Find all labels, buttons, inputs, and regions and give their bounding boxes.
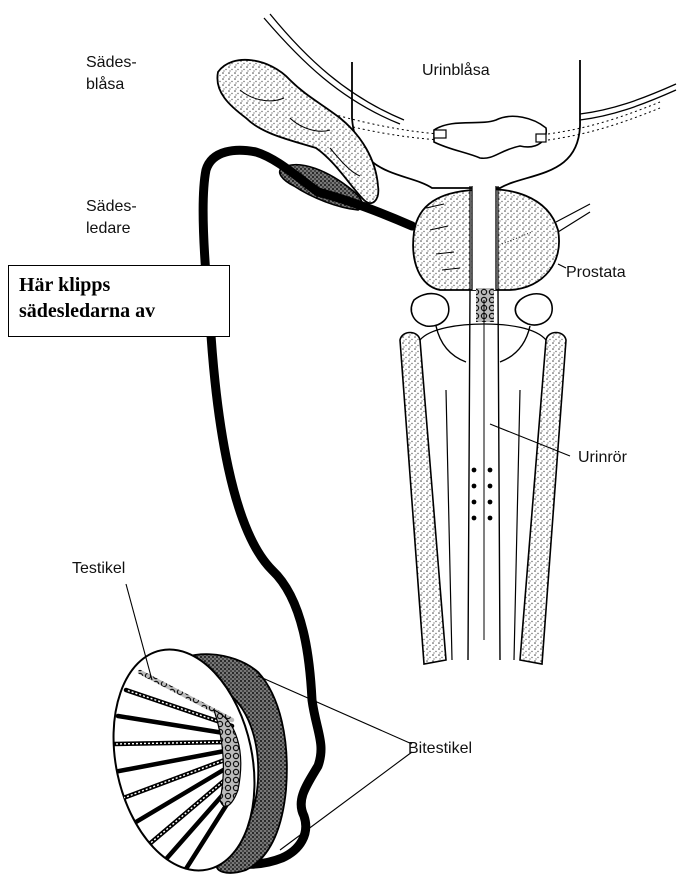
leader-line-prostate	[558, 264, 566, 268]
penile-corpora	[400, 333, 566, 665]
label-vas-deferens: Sädes- ledare	[86, 196, 137, 240]
callout-line-2: sädesledarna av	[19, 298, 229, 324]
callout-line-1: Här klipps	[19, 272, 229, 298]
urinary-bladder	[264, 14, 676, 188]
cut-here-callout: Här klipps sädesledarna av	[8, 265, 230, 337]
label-testis: Testikel	[72, 558, 125, 580]
label-epididymis: Bitestikel	[408, 738, 472, 760]
label-prostate: Prostata	[566, 262, 626, 284]
label-seminal-vesicle: Sädes- blåsa	[86, 52, 137, 96]
label-bladder: Urinblåsa	[422, 60, 490, 82]
label-urethra: Urinrör	[578, 447, 627, 469]
prostate-gland	[413, 186, 590, 290]
